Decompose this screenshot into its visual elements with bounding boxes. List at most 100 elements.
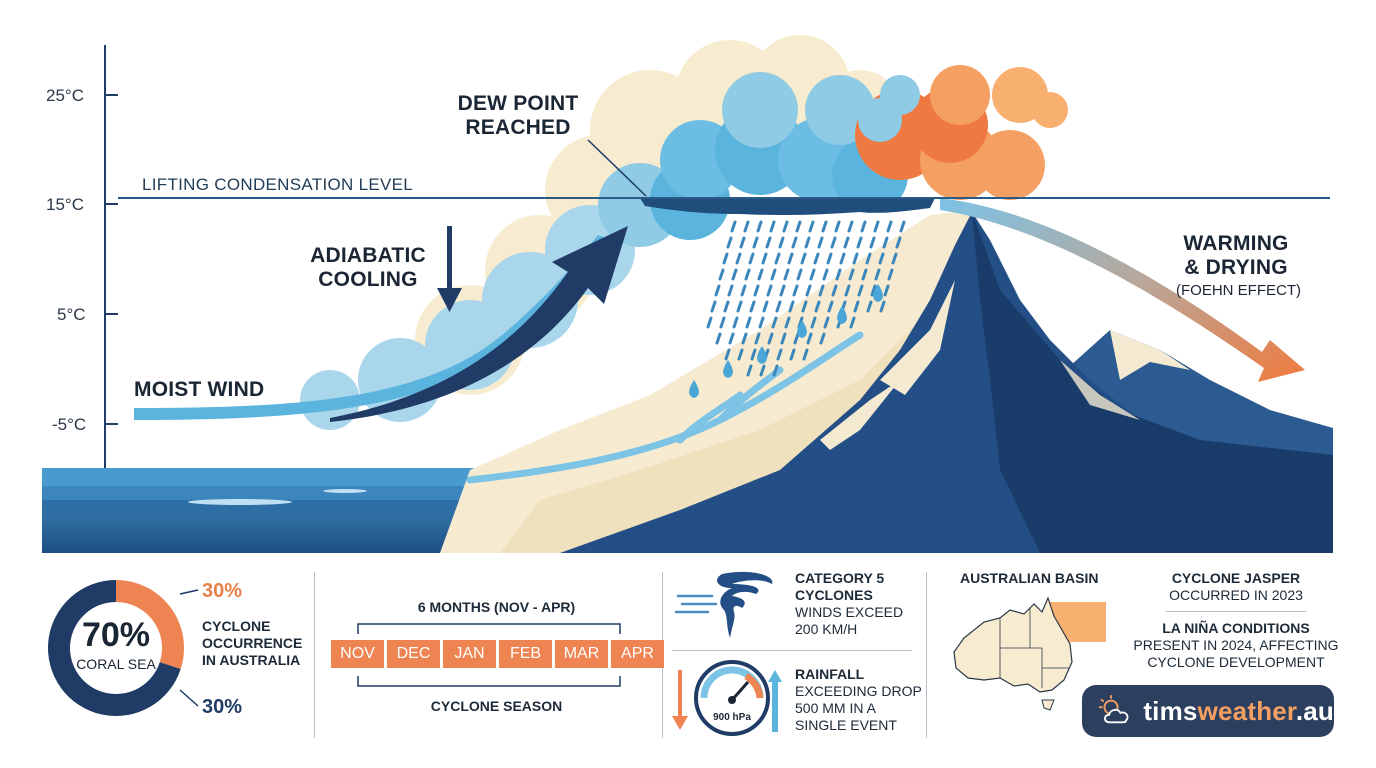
tick-neg5c: -5°C [52, 415, 87, 434]
cat5-text: CATEGORY 5 CYCLONES WINDS EXCEED 200 KM/… [795, 570, 904, 637]
rain-streak [813, 252, 820, 265]
rain-streak [761, 252, 768, 265]
cyclone-donut-chart [48, 580, 184, 716]
orographic-diagram [42, 35, 1333, 553]
rain-streak [788, 300, 795, 313]
rain-streak [780, 332, 787, 345]
rain-streak [819, 332, 826, 345]
australia-map [953, 596, 1106, 711]
rain-streak [737, 348, 744, 361]
rain-streak [805, 284, 812, 297]
rain-streak [767, 332, 774, 345]
rain-streak [724, 348, 731, 361]
rain-streak [849, 316, 856, 329]
rain-streak [740, 284, 747, 297]
moist-wind-label: MOIST WIND [134, 378, 265, 401]
rain-streak [882, 236, 889, 249]
adiabatic-cooling-label: ADIABATIC COOLING [310, 244, 426, 291]
rain-streak [771, 316, 778, 329]
jasper-fact: CYCLONE JASPER OCCURRED IN 2023 [1169, 570, 1303, 603]
rain-streak [804, 236, 811, 249]
rain-streak [878, 252, 885, 265]
basin-title: AUSTRALIAN BASIN [960, 570, 1099, 586]
foehn-arrow [940, 198, 1305, 382]
dew-point-label: DEW POINT REACHED [457, 92, 579, 139]
rain-streak [731, 268, 738, 281]
rain-streak [791, 236, 798, 249]
partly-cloudy-icon [1098, 695, 1129, 724]
month-mar: MAR [555, 640, 608, 668]
rain-streak [722, 252, 729, 265]
rain-streak [861, 268, 868, 281]
rain-streak [831, 284, 838, 297]
rain-streak [870, 284, 877, 297]
rain-streak [756, 220, 763, 233]
rain-streak [759, 364, 766, 377]
rain-streak [848, 268, 855, 281]
rain-drop [797, 320, 807, 338]
tick-15c: 15°C [46, 195, 84, 214]
rain-drop [873, 284, 883, 302]
rain-streak [765, 236, 772, 249]
rain-streak [746, 364, 753, 377]
rain-streak [899, 220, 906, 233]
rain-streak [852, 252, 859, 265]
rain-streak [769, 220, 776, 233]
rain-streak [886, 220, 893, 233]
rain-streak [789, 348, 796, 361]
rain-streak [879, 300, 886, 313]
rain-streak [727, 284, 734, 297]
cyclone-panel-rule [672, 650, 912, 651]
rain-streak [883, 284, 890, 297]
rain-streak [796, 268, 803, 281]
rain-drop [689, 380, 699, 398]
rain-streak [710, 300, 717, 313]
rain-streak [827, 300, 834, 313]
rain-streak [762, 300, 769, 313]
rain-streak [830, 236, 837, 249]
rain-drops [689, 284, 883, 398]
rain-streak [706, 316, 713, 329]
rain-streak [808, 220, 815, 233]
donut-caption: CYCLONE OCCURRENCE IN AUSTRALIA [202, 618, 303, 668]
rainfall-text: RAINFALL EXCEEDING DROP 500 MM IN A SING… [795, 666, 922, 733]
rain-streak [866, 300, 873, 313]
rain-streak [834, 220, 841, 233]
rain-streak [801, 300, 808, 313]
tick-5c: 5°C [57, 305, 86, 324]
rain-streak [839, 252, 846, 265]
season-brackets [357, 623, 621, 687]
rain-drop [723, 360, 733, 378]
rain-streak [887, 268, 894, 281]
rain-streak [778, 236, 785, 249]
brand-badge[interactable]: timsweather.au [1082, 685, 1334, 737]
dew-point-pointer [587, 139, 647, 197]
cyclone-icon [674, 571, 773, 638]
axis-tickmarks [105, 94, 118, 425]
donut-center-label: CORAL SEA [76, 656, 156, 672]
moist-wind-arrow [134, 235, 612, 420]
month-jan: JAN [443, 640, 496, 668]
rain-streak [766, 284, 773, 297]
divider-3 [926, 572, 927, 738]
rain-streak [741, 332, 748, 345]
rain-streak [792, 284, 799, 297]
rain-streak [874, 268, 881, 281]
rain-streak [810, 316, 817, 329]
rain-streak [744, 268, 751, 281]
rain-streak [857, 284, 864, 297]
divider-1 [314, 572, 315, 738]
lanina-fact: LA NIÑA CONDITIONS PRESENT IN 2024, AFFE… [1133, 620, 1339, 670]
month-nov: NOV [331, 640, 384, 668]
rain-streak [748, 252, 755, 265]
rain-streak [822, 268, 829, 281]
season-title: 6 MONTHS (NOV - APR) [417, 599, 576, 615]
clouds [300, 35, 1068, 430]
rain-streak [728, 332, 735, 345]
foehn-label: (FOEHN EFFECT) [1176, 282, 1301, 299]
rain-streak [719, 316, 726, 329]
rain-streak [823, 316, 830, 329]
rain-streak [749, 300, 756, 313]
month-feb: FEB [499, 640, 552, 668]
rain-streak [847, 220, 854, 233]
